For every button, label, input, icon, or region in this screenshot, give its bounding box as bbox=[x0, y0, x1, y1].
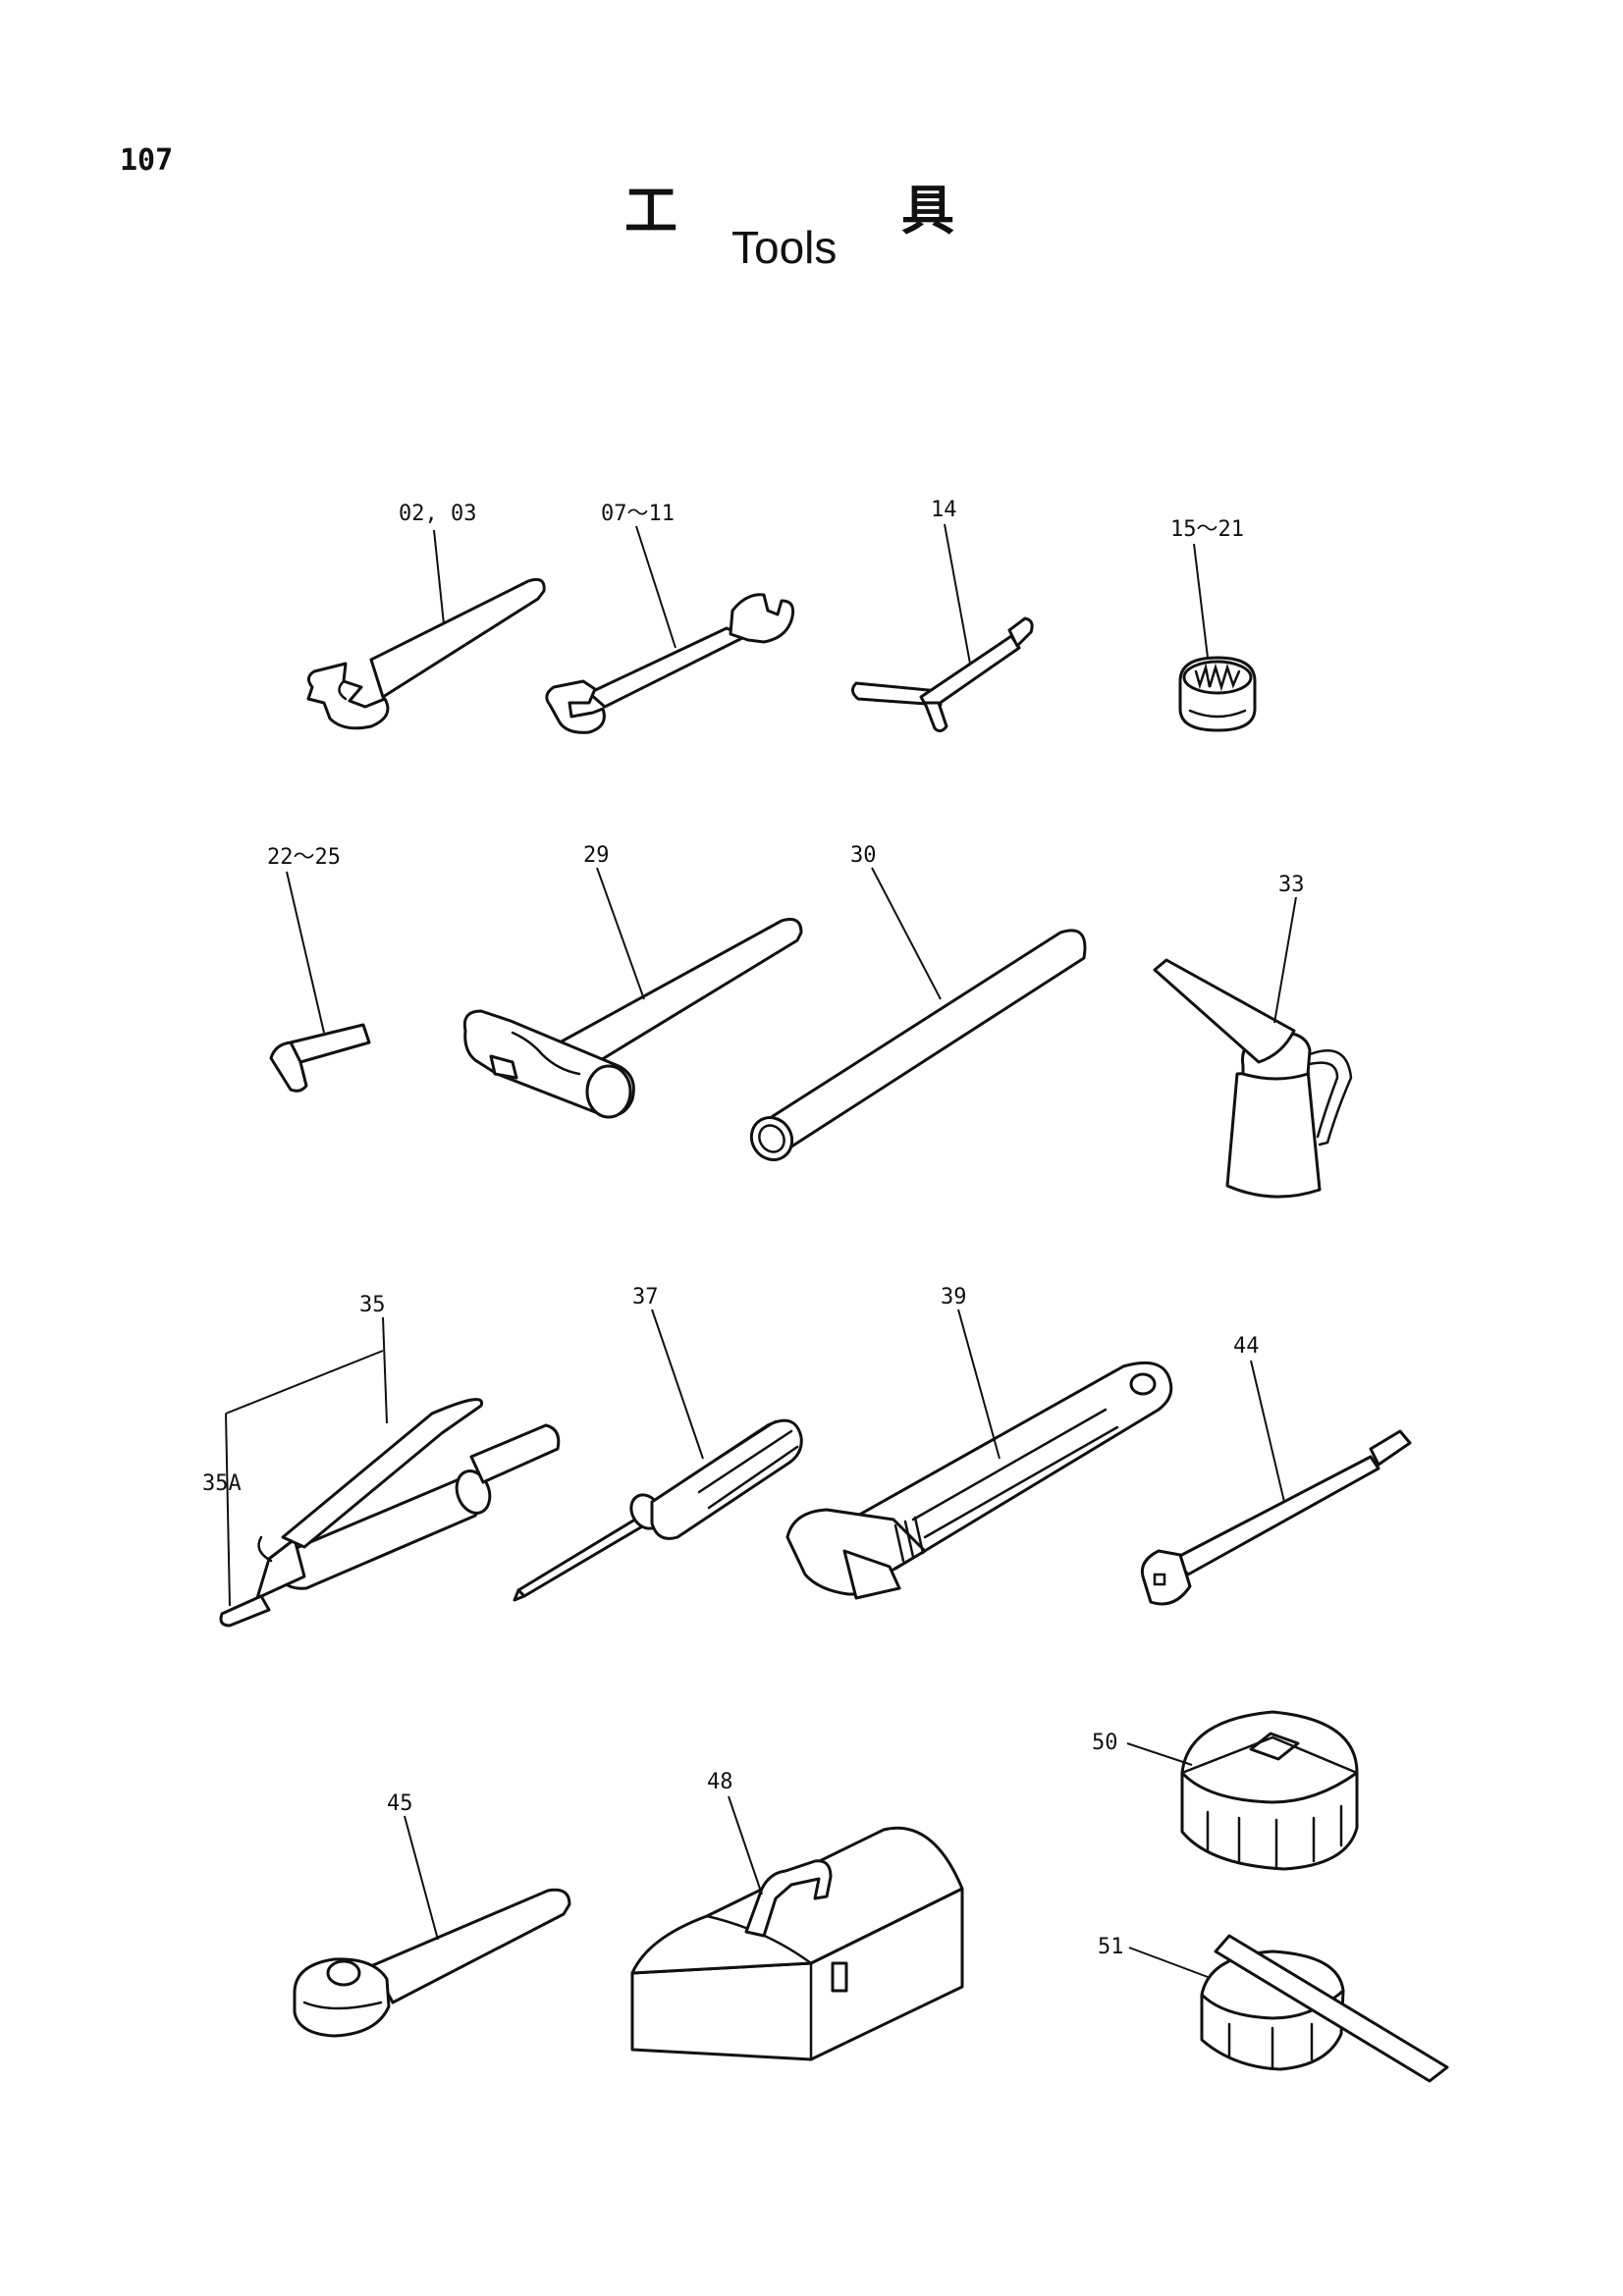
leader-48 bbox=[728, 1795, 763, 1896]
callout-39: 39 bbox=[941, 1285, 967, 1309]
tool-box bbox=[630, 1826, 964, 2061]
oil-can bbox=[1153, 958, 1353, 1199]
single-open-end-wrench bbox=[306, 577, 546, 730]
callout-0711: 07～11 bbox=[601, 502, 675, 526]
callout-2225: 22～25 bbox=[267, 845, 341, 870]
callout-50: 50 bbox=[1092, 1731, 1118, 1755]
title-japanese-char-2: 具 bbox=[901, 180, 954, 241]
callout-1521: 15～21 bbox=[1170, 517, 1244, 542]
t-handle-wrench bbox=[851, 616, 1034, 733]
callout-0203: 02, 03 bbox=[399, 502, 476, 526]
leader-35-a bbox=[382, 1316, 388, 1424]
leader-14 bbox=[944, 523, 971, 665]
leader-35-b bbox=[225, 1350, 384, 1415]
title-japanese-char-1: 工 bbox=[624, 180, 677, 241]
callout-48: 48 bbox=[707, 1770, 733, 1794]
leader-35a bbox=[225, 1413, 231, 1607]
leader-39 bbox=[957, 1308, 1001, 1460]
screwdriver bbox=[513, 1418, 803, 1602]
callout-14: 14 bbox=[931, 498, 957, 522]
title-english: Tools bbox=[731, 222, 838, 273]
leader-45 bbox=[404, 1815, 439, 1941]
leader-0711 bbox=[635, 525, 676, 649]
hex-key bbox=[269, 1023, 371, 1093]
adjustable-wrench bbox=[785, 1361, 1173, 1600]
filter-wrench-handle bbox=[1200, 1934, 1449, 2083]
leader-50 bbox=[1126, 1742, 1193, 1766]
leader-1521 bbox=[1193, 543, 1209, 659]
page-number: 107 bbox=[120, 143, 174, 178]
pipe-tube bbox=[749, 929, 1087, 1161]
callout-44: 44 bbox=[1233, 1334, 1260, 1359]
filter-wrench-cap bbox=[1180, 1710, 1359, 1871]
leader-33 bbox=[1273, 896, 1297, 1024]
callout-51: 51 bbox=[1098, 1935, 1124, 1959]
callout-35: 35 bbox=[359, 1293, 386, 1317]
leader-0203 bbox=[433, 529, 445, 625]
leader-30 bbox=[871, 867, 942, 1000]
callout-35a: 35A bbox=[202, 1471, 242, 1496]
leader-44 bbox=[1250, 1360, 1285, 1503]
callout-37: 37 bbox=[632, 1285, 659, 1309]
callout-30: 30 bbox=[850, 843, 877, 868]
hammer bbox=[462, 918, 803, 1119]
double-open-end-wrench bbox=[545, 593, 795, 734]
leader-51 bbox=[1128, 1947, 1209, 1978]
leader-37 bbox=[651, 1308, 704, 1460]
callout-45: 45 bbox=[387, 1791, 413, 1816]
grease-gun bbox=[219, 1398, 561, 1628]
socket-extension-bar bbox=[1140, 1429, 1412, 1606]
leader-29 bbox=[596, 867, 645, 1000]
leader-2225 bbox=[286, 871, 325, 1034]
callout-29: 29 bbox=[583, 843, 610, 868]
callout-33: 33 bbox=[1278, 873, 1305, 897]
ratchet-handle bbox=[293, 1888, 571, 2038]
socket bbox=[1178, 656, 1257, 732]
